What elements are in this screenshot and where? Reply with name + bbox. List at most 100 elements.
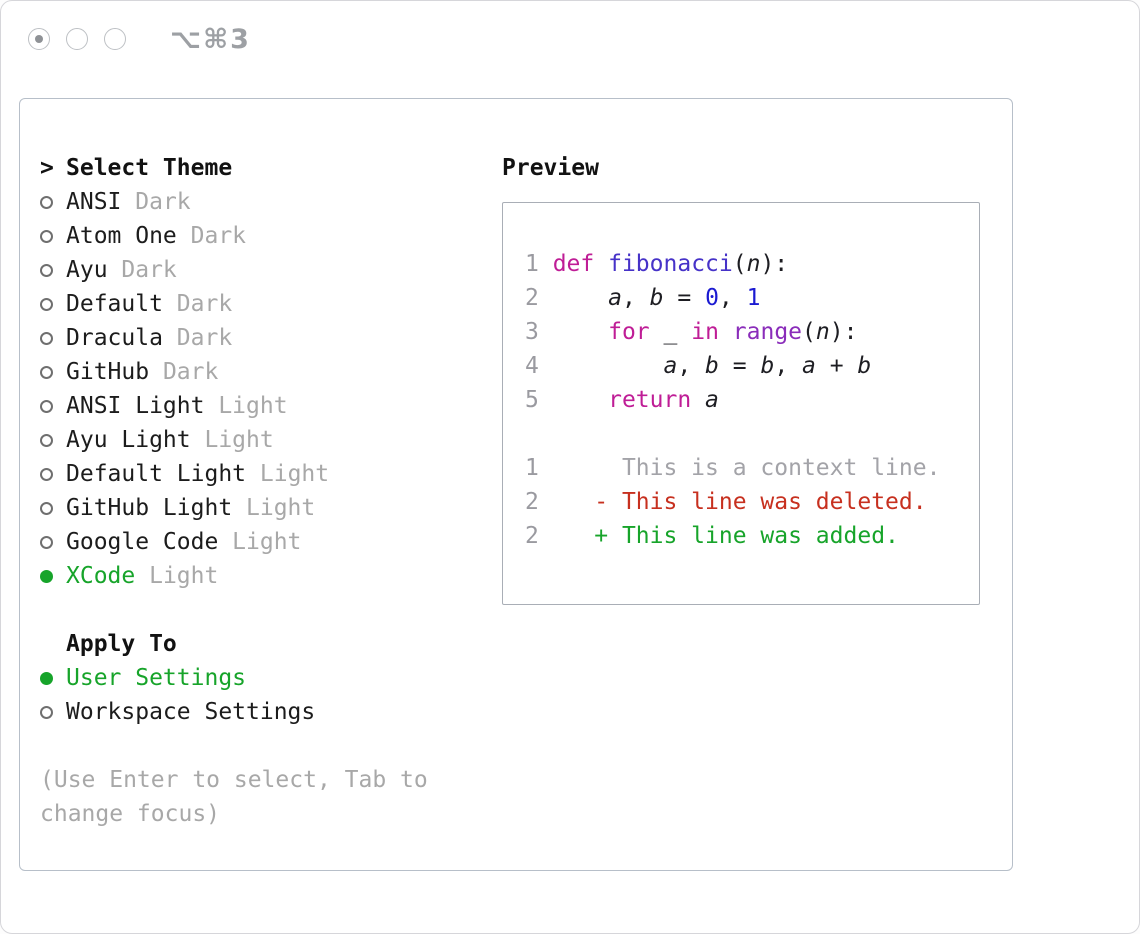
radio-icon <box>40 229 53 243</box>
theme-variant: Light <box>246 495 316 521</box>
theme-option-github-light[interactable]: GitHub Light Light <box>40 491 502 525</box>
apply-option-label: Workspace Settings <box>66 699 316 725</box>
code-token: range <box>732 319 803 345</box>
code-token: , <box>718 285 747 311</box>
code-token: ): <box>760 251 789 277</box>
theme-option-ansi-light[interactable]: ANSI Light Light <box>40 389 502 423</box>
code-line: 5 return a <box>525 383 979 417</box>
diff-line-context: 1 This is a context line. <box>525 451 979 485</box>
theme-option-google-code[interactable]: Google Code Light <box>40 525 502 559</box>
theme-variant: Dark <box>121 257 177 283</box>
select-theme-title: Select Theme <box>66 155 233 181</box>
theme-variant: Dark <box>162 359 219 385</box>
code-line: 3 for _ in range(n): <box>525 315 979 349</box>
theme-option-default-light[interactable]: Default Light Light <box>40 457 502 491</box>
code-token: def <box>552 251 595 277</box>
theme-option-xcode[interactable]: XCode Light <box>40 559 502 593</box>
code-token: a <box>663 353 678 379</box>
theme-name: Dracula <box>66 325 177 351</box>
theme-name: Ayu Light <box>66 427 205 453</box>
theme-option-ayu-light[interactable]: Ayu Light Light <box>40 423 502 457</box>
radio-icon <box>40 467 53 481</box>
theme-option-ansi[interactable]: ANSI Dark <box>40 185 502 219</box>
line-number: 1 <box>525 455 539 481</box>
code-token: ( <box>802 319 816 345</box>
apply-option-user-settings[interactable]: User Settings <box>40 661 502 695</box>
line-number: 2 <box>525 285 553 311</box>
titlebar-circle-active[interactable] <box>28 28 50 50</box>
radio-selected-icon <box>40 671 53 685</box>
code-line: 1 def fibonacci(n): <box>525 247 979 281</box>
theme-variant: Light <box>218 393 288 419</box>
code-token: in <box>691 319 719 345</box>
theme-name: XCode <box>66 563 150 589</box>
radio-icon <box>40 263 53 277</box>
code-token <box>553 319 608 345</box>
code-token <box>650 319 664 345</box>
titlebar-circle-3[interactable] <box>104 28 126 50</box>
preview-column: Preview 1 def fibonacci(n):2 a, b = 0, 1… <box>502 151 1012 870</box>
line-number: 4 <box>525 353 553 379</box>
code-token: b <box>705 353 719 379</box>
diff-block: 1 This is a context line. 2 - This line w… <box>525 451 979 553</box>
theme-option-default[interactable]: Default Dark <box>40 287 502 321</box>
code-token: , <box>677 353 706 379</box>
theme-variant: Dark <box>176 291 233 317</box>
diff-line-added: 2 + This line was added. <box>525 519 979 553</box>
select-theme-header: > Select Theme <box>40 151 502 185</box>
theme-name: GitHub Light <box>66 495 247 521</box>
titlebar-circle-2[interactable] <box>66 28 88 50</box>
radio-icon <box>40 365 53 379</box>
code-token: b <box>760 353 775 379</box>
apply-to-header: Apply To <box>40 627 502 661</box>
window-shortcut-label: ⌥⌘3 <box>170 23 251 55</box>
code-token: fibonacci <box>608 251 733 277</box>
code-token <box>594 251 608 277</box>
code-token <box>553 387 608 413</box>
diff-text: This is a context line. <box>538 455 941 481</box>
theme-name: Default Light <box>66 461 260 487</box>
theme-variant: Light <box>259 461 330 487</box>
code-token <box>553 285 608 311</box>
prompt-caret: > <box>40 155 54 181</box>
code-token: 1 <box>746 285 761 311</box>
code-token: , <box>774 353 803 379</box>
code-line: 2 a, b = 0, 1 <box>525 281 979 315</box>
diff-text: - This line was deleted. <box>538 489 927 515</box>
theme-option-atom-one[interactable]: Atom One Dark <box>40 219 502 253</box>
code-token: ( <box>732 251 747 277</box>
code-line: 4 a, b = b, a + b <box>525 349 979 383</box>
radio-icon <box>40 297 53 311</box>
theme-name: Ayu <box>66 257 122 283</box>
theme-option-ayu[interactable]: Ayu Dark <box>40 253 502 287</box>
radio-icon <box>40 705 53 719</box>
code-token: b <box>649 285 664 311</box>
code-token: a <box>705 387 719 413</box>
line-number: 3 <box>525 319 553 345</box>
theme-option-github[interactable]: GitHub Dark <box>40 355 502 389</box>
theme-variant: Light <box>149 563 219 589</box>
theme-variant: Dark <box>190 223 247 249</box>
theme-variant: Dark <box>135 189 191 215</box>
hint-line: (Use Enter to select, Tab to <box>40 767 428 793</box>
line-number: 1 <box>525 251 553 277</box>
theme-name: Google Code <box>66 529 233 555</box>
preview-title: Preview <box>502 155 599 181</box>
code-token: for <box>608 319 650 345</box>
theme-name: ANSI Light <box>66 393 219 419</box>
apply-option-workspace-settings[interactable]: Workspace Settings <box>40 695 502 729</box>
code-token: = <box>663 285 706 311</box>
line-number: 2 <box>525 489 539 515</box>
code-token <box>553 353 664 379</box>
code-token: _ <box>663 319 678 345</box>
theme-variant: Light <box>204 427 274 453</box>
line-number: 5 <box>525 387 553 413</box>
theme-variant: Light <box>232 529 302 555</box>
theme-option-dracula[interactable]: Dracula Dark <box>40 321 502 355</box>
